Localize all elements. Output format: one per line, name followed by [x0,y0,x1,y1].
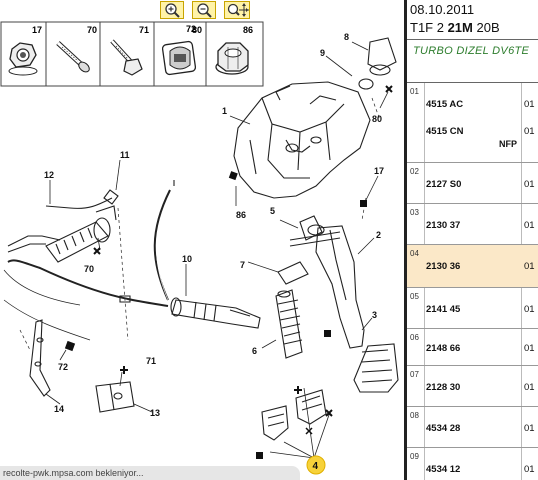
part-reference[interactable]: 2130 36 [426,261,461,272]
callout-5[interactable]: 5 [270,206,275,216]
callout-4: 4 [313,461,319,472]
callout-7[interactable]: 7 [240,260,245,270]
row-group: 02 [410,167,419,176]
callout-13[interactable]: 13 [150,408,160,418]
part-quantity: 01 [524,261,535,272]
row-group: 03 [410,208,419,217]
parts-row[interactable]: 02 2127 S0 01 [407,163,538,203]
row-group: 05 [410,292,419,301]
parts-row[interactable]: 03 2130 37 01 [407,204,538,244]
part-reference[interactable]: 4534 28 [426,423,461,434]
part-reference[interactable]: 2148 66 [426,343,461,354]
part-quantity: 01 [524,423,535,434]
callout-11[interactable]: 11 [120,150,130,160]
row-group: 07 [410,370,419,379]
callout-labels: 1 2 3 5 6 7 8 9 10 11 12 13 14 17 70 71 … [44,32,384,418]
part-reference[interactable]: 2127 S0 [426,179,462,190]
callout-12[interactable]: 12 [44,170,54,180]
callout-4-highlight[interactable]: 4 [306,455,326,475]
zoom-move-button[interactable] [224,1,250,19]
parts-row-selected[interactable]: 04 2130 36 01 [407,245,538,287]
legend-number: 70 [87,25,97,35]
parts-row[interactable]: 08 4534 28 01 [407,407,538,447]
panel-divider[interactable] [404,0,407,480]
callout-1[interactable]: 1 [222,106,227,116]
callout-86[interactable]: 86 [236,210,246,220]
legend-item-80[interactable]: 80 [161,25,202,76]
pedal-box-diagram: 1 2 3 5 6 7 8 9 10 11 12 13 14 17 70 71 … [3,32,399,475]
callout-6[interactable]: 6 [252,346,257,356]
part-quantity: 01 [524,304,535,315]
row-group: 01 [410,87,419,96]
callout-70[interactable]: 70 [84,264,94,274]
callout-14[interactable]: 14 [54,404,64,414]
callout-10[interactable]: 10 [182,254,192,264]
parts-row[interactable]: 06 2148 66 01 [407,329,538,365]
legend-number: 80 [192,25,202,35]
parts-row[interactable]: 01 4515 AC 01 4515 CN 01 NFP [407,83,538,162]
zoom-out-button[interactable] [192,1,216,19]
part-quantity: 01 [524,99,535,110]
part-reference[interactable]: 2130 37 [426,220,461,231]
part-reference[interactable]: 4515 CN [426,126,464,137]
part-reference[interactable]: 2141 45 [426,304,461,315]
zoom-in-button[interactable] [160,1,184,19]
legend-number: 72 [186,24,197,34]
zoom-toolbar [0,0,404,20]
part-reference[interactable]: 4534 12 [426,464,461,475]
part-quantity: 01 [524,382,535,393]
diagram-panel: 17 70 71 80 [0,0,404,480]
legend-item-17[interactable]: 17 [8,25,42,76]
part-quantity: 01 [524,343,535,354]
part-reference[interactable]: 2128 30 [426,382,461,393]
header-date: 08.10.2011 [410,2,475,17]
part-note: NFP [499,139,517,149]
parts-legend: 17 70 71 80 [0,21,264,87]
callout-80[interactable]: 80 [372,114,382,124]
parts-row[interactable]: 09 4534 12 01 [407,448,538,480]
diagram-linework [3,37,399,459]
parts-row[interactable]: 07 2128 30 01 [407,366,538,406]
row-group: 09 [410,452,419,461]
callout-8[interactable]: 8 [344,32,349,42]
callout-17[interactable]: 17 [374,166,384,176]
part-reference[interactable]: 4515 AC [426,99,464,110]
callout-3[interactable]: 3 [372,310,377,320]
row-group: 04 [410,249,419,258]
reference-markers [64,85,393,459]
part-quantity: 01 [524,220,535,231]
row-group: 06 [410,333,419,342]
header-code: T1F 2 21M 20B [410,20,500,35]
legend-number: 86 [243,25,253,35]
zoom-in-icon [165,3,180,18]
parts-list-panel: 08.10.2011 T1F 2 21M 20B TURBO DIZEL DV6… [407,0,538,480]
zoom-move-icon [227,3,249,17]
legend-number: 17 [32,25,42,35]
legend-number: 71 [139,25,149,35]
legend-item-70[interactable]: 70 [56,25,97,74]
legend-item-86[interactable]: 86 [215,25,253,75]
row-group: 08 [410,411,419,420]
part-quantity: 01 [524,179,535,190]
callout-9[interactable]: 9 [320,48,325,58]
callout-2[interactable]: 2 [376,230,381,240]
status-bar: recolte-pwk.mpsa.com bekleniyor... [0,466,300,480]
legend-item-71[interactable]: 71 [110,25,149,76]
part-quantity: 01 [524,464,535,475]
zoom-out-icon [197,3,212,18]
part-quantity: 01 [524,126,535,137]
callout-71[interactable]: 71 [146,356,156,366]
parts-row[interactable]: 05 2141 45 01 [407,288,538,328]
header-description: TURBO DIZEL DV6TE [413,45,530,57]
callout-72[interactable]: 72 [58,362,68,372]
